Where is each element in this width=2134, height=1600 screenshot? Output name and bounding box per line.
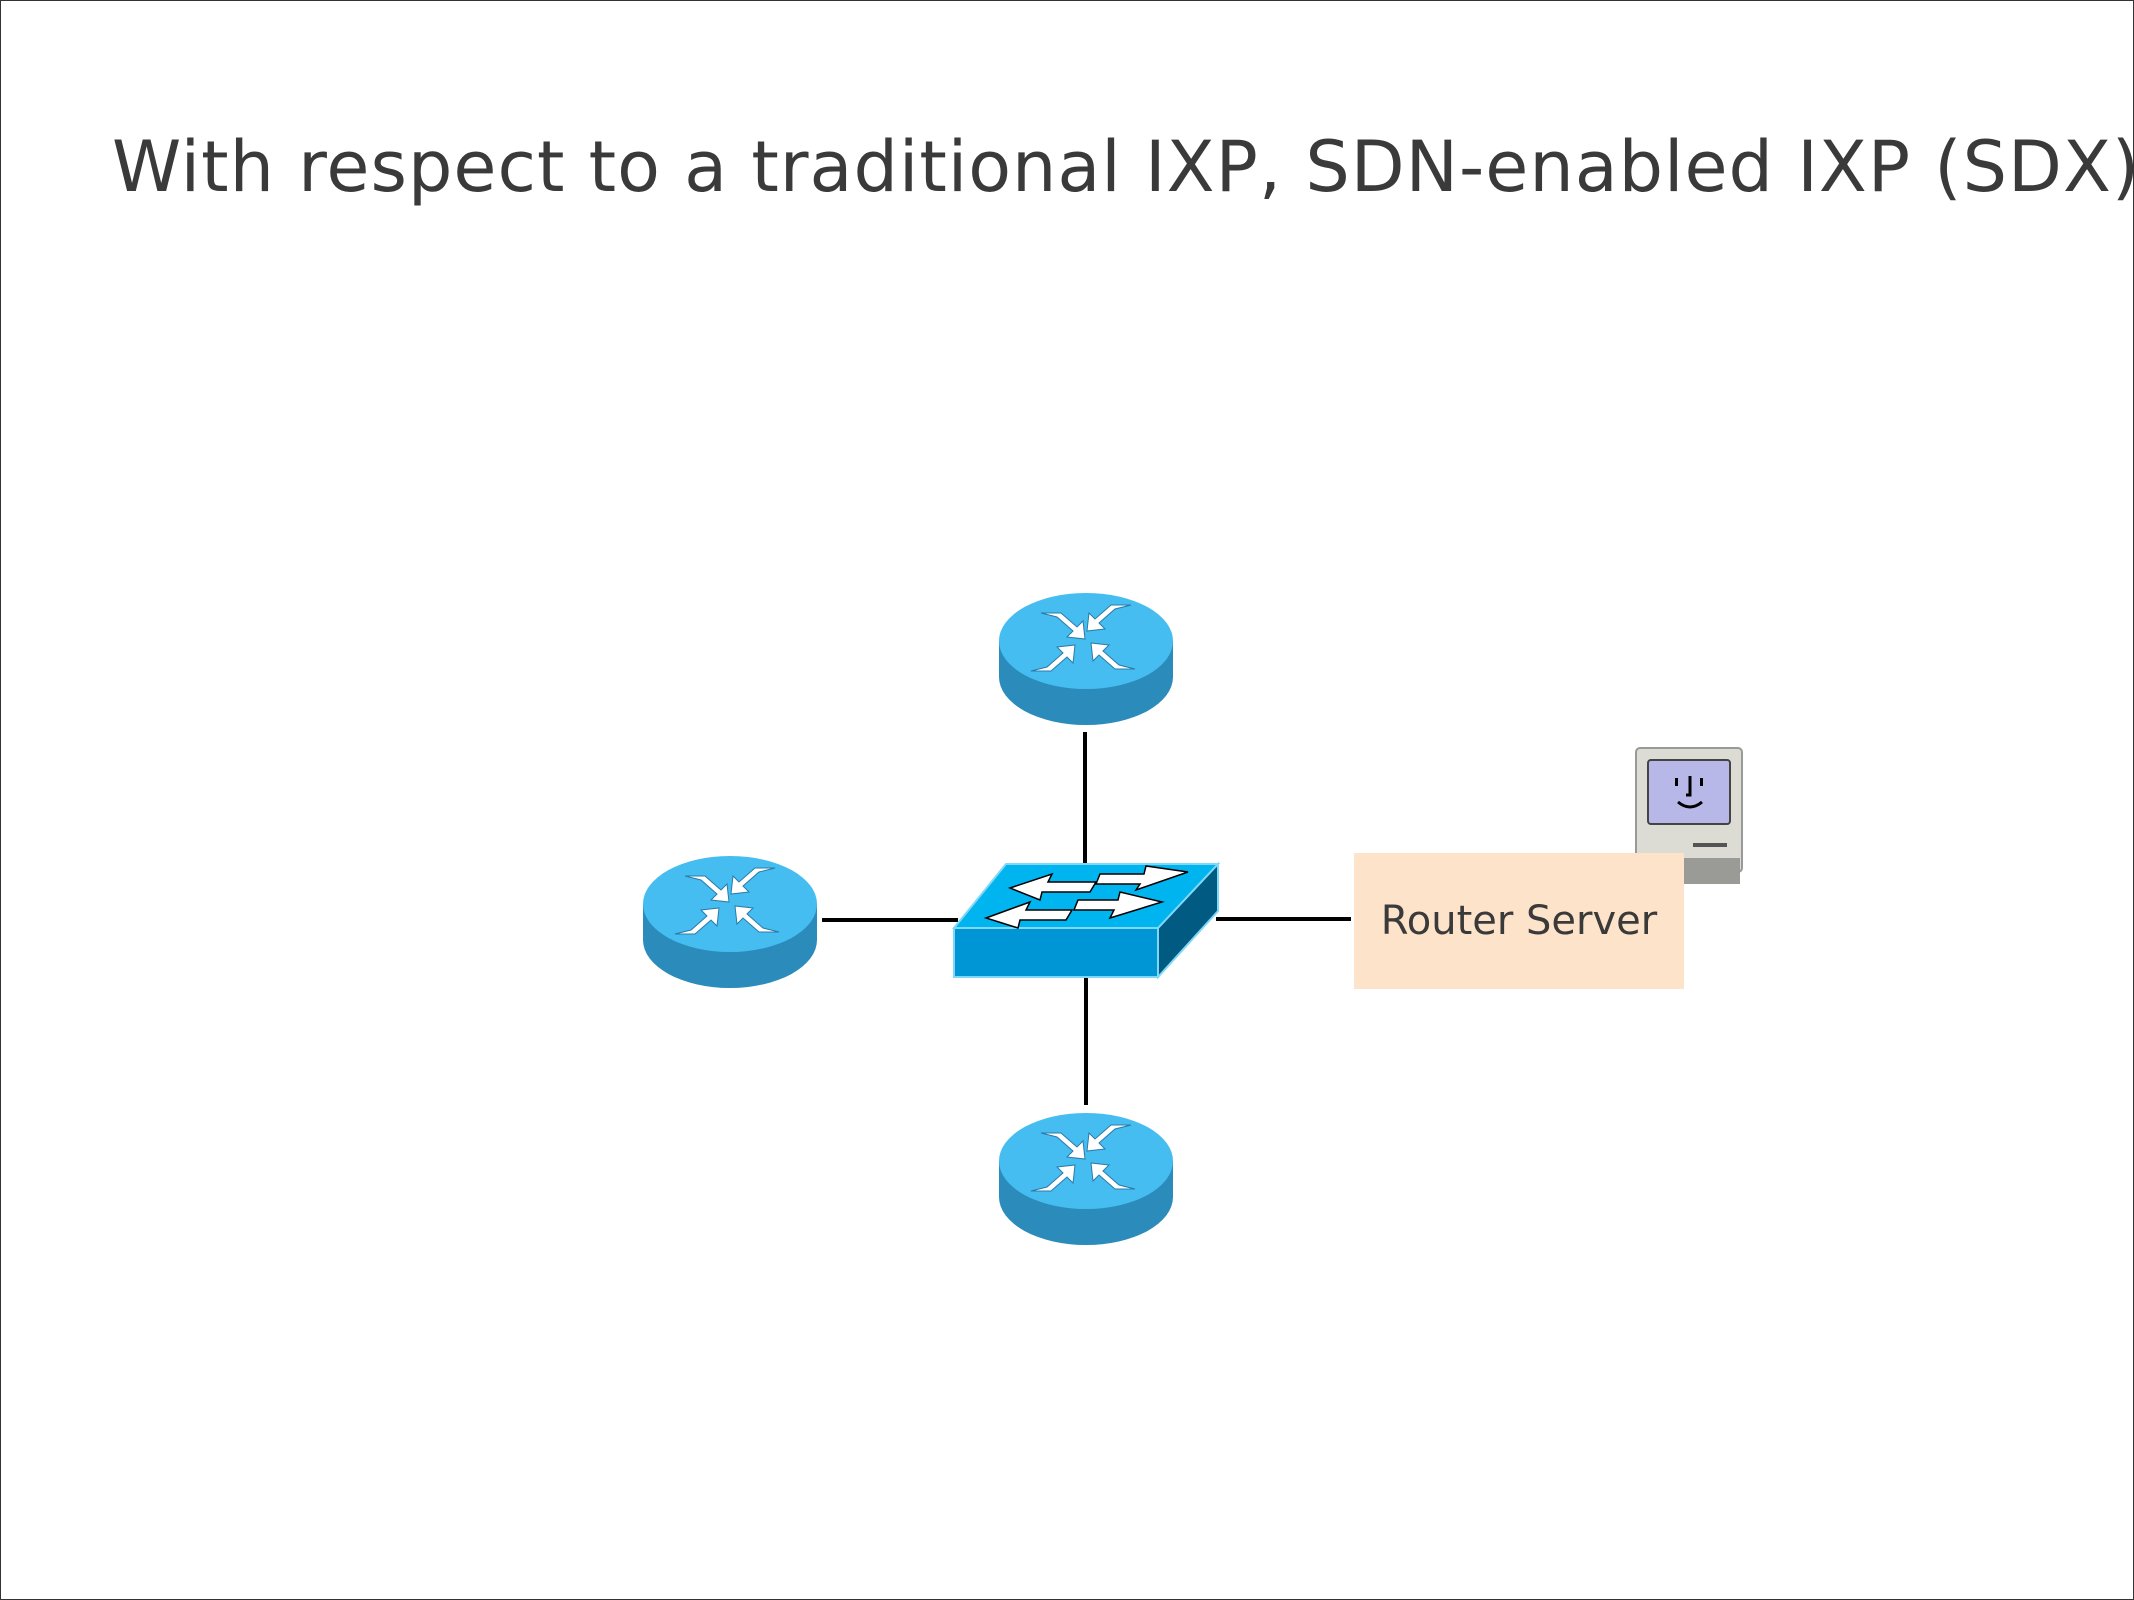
router-server-box: Router Server xyxy=(1354,853,1684,989)
router-top-icon xyxy=(998,592,1174,726)
slide-title: With respect to a traditional IXP, SDN-e… xyxy=(112,126,2134,208)
router-left-icon xyxy=(642,855,818,989)
router-server-label: Router Server xyxy=(1380,898,1658,944)
links xyxy=(822,732,1351,1105)
router-bottom-icon xyxy=(998,1112,1174,1246)
switch-icon xyxy=(951,861,1221,980)
